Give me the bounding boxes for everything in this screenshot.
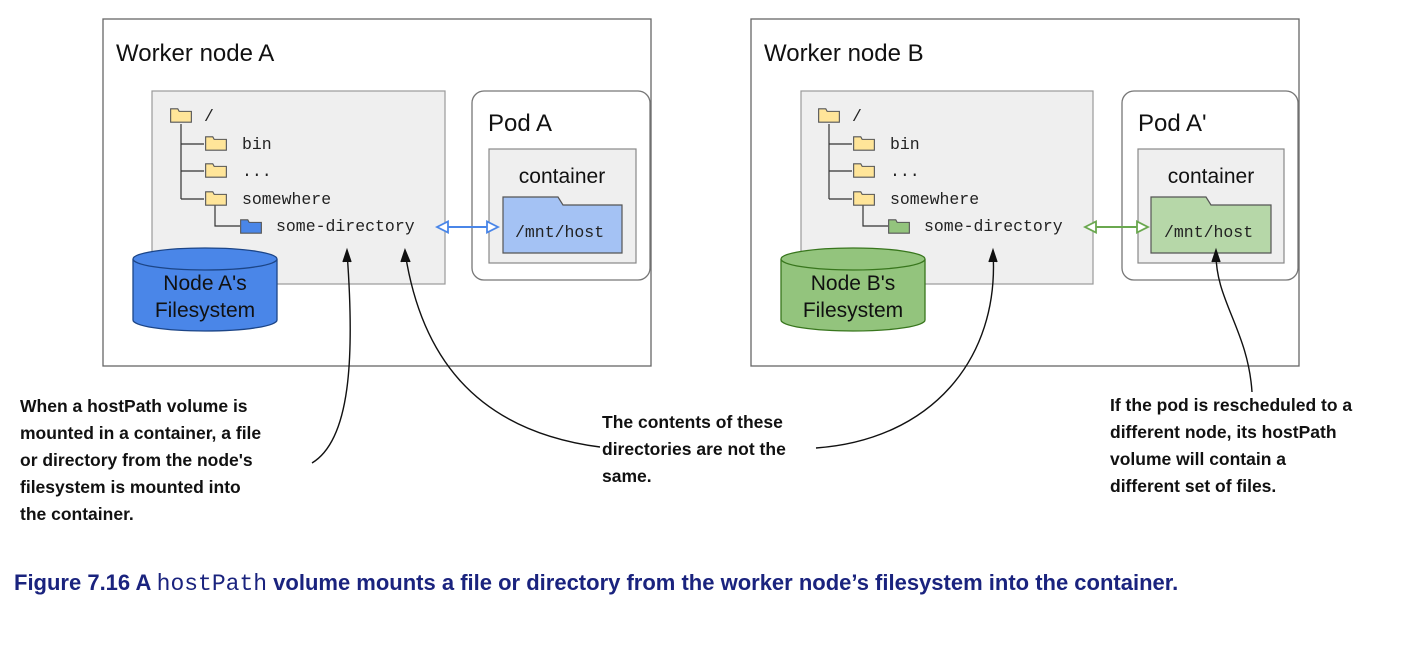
right-annotation-line: volume will contain a bbox=[1110, 449, 1286, 469]
tree-item-bin: bin bbox=[890, 135, 920, 154]
node-b-filesystem-label-line1: Node B's bbox=[811, 272, 896, 295]
middle-annotation-arrowhead-b bbox=[988, 247, 998, 263]
tree-item-some-directory: some-directory bbox=[924, 217, 1063, 236]
right-annotation-line: different set of files. bbox=[1110, 476, 1276, 496]
caption-prefix: Figure 7.16 A bbox=[14, 570, 157, 595]
middle-annotation-curve-b bbox=[815, 251, 995, 449]
node-b-filesystem-label-line2: Filesystem bbox=[803, 299, 903, 322]
figure-caption: Figure 7.16 A hostPath volume mounts a f… bbox=[14, 566, 1394, 601]
pod-a-container-label: container bbox=[519, 165, 605, 188]
left-annotation-line: filesystem is mounted into bbox=[20, 477, 241, 497]
left-annotation: When a hostPath volume is mounted in a c… bbox=[20, 396, 261, 524]
node-a-tree-lines bbox=[180, 124, 240, 227]
left-annotation-arrowhead bbox=[342, 247, 352, 263]
node-a-filesystem-label-line2: Filesystem bbox=[155, 299, 255, 322]
node-b-mount-arrow bbox=[1082, 220, 1151, 234]
left-annotation-line: mounted in a container, a file bbox=[20, 423, 261, 443]
left-annotation-curve bbox=[311, 251, 351, 464]
right-annotation: If the pod is rescheduled to a different… bbox=[1110, 395, 1352, 496]
worker-node-b-title: Worker node B bbox=[764, 40, 924, 67]
worker-node-a-title: Worker node A bbox=[116, 40, 274, 67]
right-annotation-line: If the pod is rescheduled to a bbox=[1110, 395, 1352, 415]
pod-a-prime-container-label: container bbox=[1168, 165, 1254, 188]
caption-suffix: volume mounts a file or directory from t… bbox=[267, 570, 1179, 595]
pod-a-prime-title: Pod A' bbox=[1138, 110, 1207, 137]
worker-node-a: Worker node A / bin ... somewhere some-d… bbox=[102, 18, 652, 367]
tree-item-somewhere: somewhere bbox=[890, 190, 979, 209]
left-annotation-line: or directory from the node's bbox=[20, 450, 253, 470]
tree-item-ellipsis: ... bbox=[890, 162, 920, 181]
pod-a-prime-mount-folder-icon bbox=[1150, 196, 1272, 254]
tree-item-root: / bbox=[852, 107, 862, 126]
pod-a-mount-path: /mnt/host bbox=[515, 223, 604, 242]
middle-annotation-line: The contents of these bbox=[602, 412, 783, 432]
middle-annotation-line: directories are not the bbox=[602, 439, 786, 459]
pod-a-title: Pod A bbox=[488, 110, 552, 137]
left-annotation-line: When a hostPath volume is bbox=[20, 396, 248, 416]
node-b-tree-lines bbox=[828, 124, 888, 227]
tree-item-somewhere: somewhere bbox=[242, 190, 331, 209]
right-annotation-curve bbox=[1215, 251, 1253, 393]
node-b-filesystem-cylinder: Node B's Filesystem bbox=[780, 247, 926, 332]
middle-annotation-arrowhead-a bbox=[400, 248, 411, 263]
node-a-filesystem-label-line1: Node A's bbox=[163, 272, 246, 295]
node-a-filesystem-cylinder: Node A's Filesystem bbox=[132, 247, 278, 332]
node-a-mount-arrow bbox=[434, 220, 501, 234]
left-annotation-line: the container. bbox=[20, 504, 134, 524]
pod-a-mount-folder-icon bbox=[502, 196, 623, 254]
middle-annotation: The contents of these directories are no… bbox=[602, 412, 786, 486]
tree-item-bin: bin bbox=[242, 135, 272, 154]
right-annotation-line: different node, its hostPath bbox=[1110, 422, 1337, 442]
middle-annotation-curve-a bbox=[404, 251, 601, 448]
right-annotation-arrowhead bbox=[1211, 247, 1221, 263]
caption-code: hostPath bbox=[156, 571, 268, 597]
middle-annotation-line: same. bbox=[602, 466, 652, 486]
worker-node-b: Worker node B / bin ... somewhere some-d… bbox=[750, 18, 1300, 367]
tree-item-some-directory: some-directory bbox=[276, 217, 415, 236]
annotation-arrows bbox=[311, 247, 1253, 464]
tree-item-root: / bbox=[204, 107, 214, 126]
tree-item-ellipsis: ... bbox=[242, 162, 272, 181]
pod-a-prime-mount-path: /mnt/host bbox=[1164, 223, 1253, 242]
